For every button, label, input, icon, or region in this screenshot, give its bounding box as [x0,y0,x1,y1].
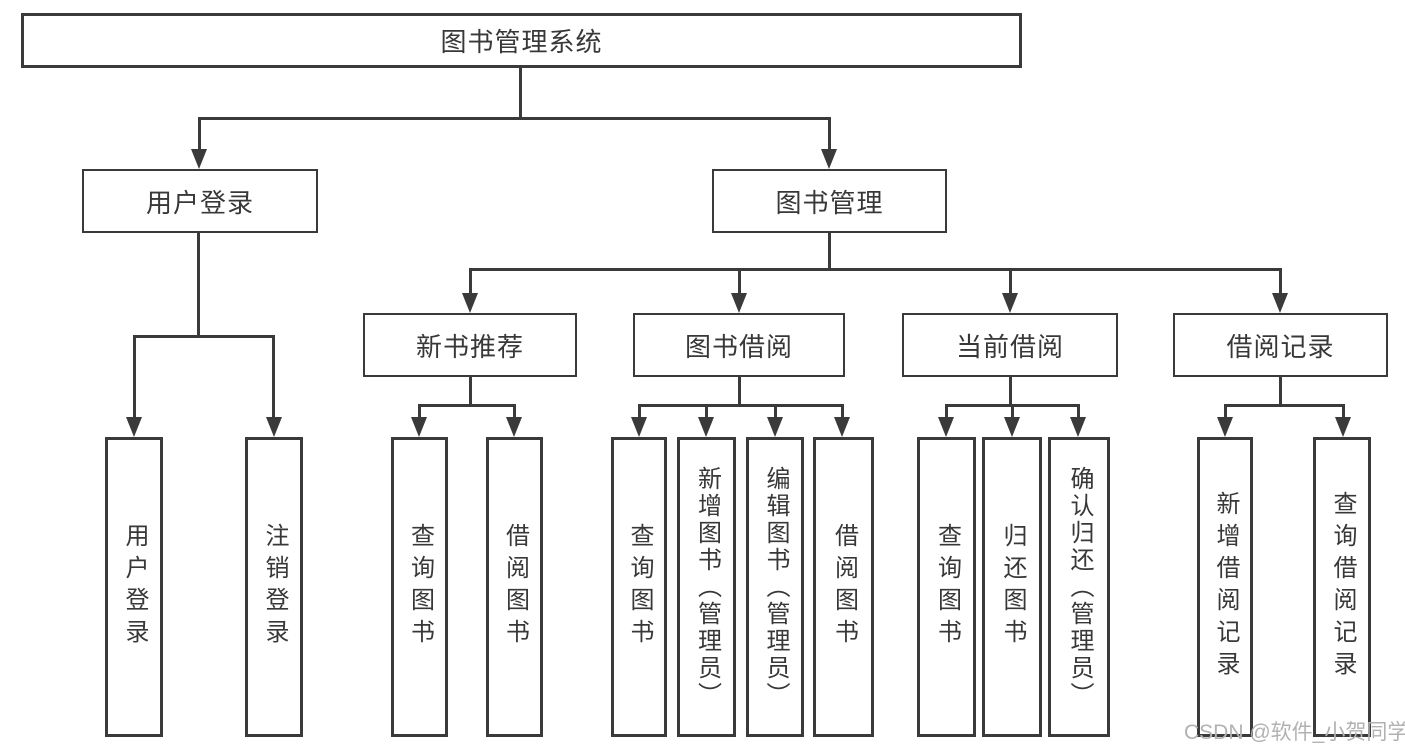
connector-borrowing-records-bus [1224,404,1345,407]
leaf-label: 借阅图书 [501,523,529,651]
arrowhead-down-icon [126,417,142,437]
connector-drop-leaf [272,335,275,419]
leaf-label: 编辑图书（管理员） [762,465,789,709]
leaf-label: 查询借阅记录 [1329,491,1356,683]
arrowhead-down-icon [462,293,478,313]
connector-drop-leaf [638,404,641,420]
arrowhead-down-icon [266,417,282,437]
arrowhead-down-icon [821,149,837,169]
connector-drop-book-borrowing [738,268,741,295]
leaf-return-books: 归还图书 [982,437,1042,737]
leaf-add-books-admin: 新增图书（管理员） [677,437,736,737]
node-book-borrowing: 图书借阅 [633,313,845,377]
leaf-borrow-books-borrowing: 借阅图书 [813,437,874,737]
node-current-borrowing: 当前借阅 [902,313,1118,377]
csdn-watermark: CSDN @软件_小贺同学 [1184,721,1405,744]
arrowhead-down-icon [1004,417,1020,437]
arrowhead-down-icon [1335,417,1351,437]
leaf-edit-books-admin: 编辑图书（管理员） [746,437,804,737]
connector-level2-bus [198,117,831,120]
leaf-query-books-recommend: 查询图书 [391,437,448,737]
leaf-label: 归还图书 [999,523,1026,651]
node-label: 图书管理 [775,187,884,218]
connector-book-borrowing-stem [738,375,741,407]
arrowhead-down-icon [506,417,522,437]
arrowhead-down-icon [834,417,850,437]
connector-new-book-bus [418,404,516,407]
connector-drop-leaf [418,404,421,420]
leaf-query-borrow-record: 查询借阅记录 [1313,437,1371,737]
node-label: 图书借阅 [684,331,793,362]
arrowhead-down-icon [631,417,647,437]
arrowhead-down-icon [938,417,954,437]
arrowhead-down-icon [1217,417,1233,437]
connector-book-management-stem [828,231,831,271]
leaf-confirm-return-admin: 确认归还（管理员） [1048,437,1110,737]
node-label: 新书推荐 [415,331,524,362]
node-root-library-management-system: 图书管理系统 [21,13,1022,68]
connector-drop-borrowing-records [1279,268,1282,295]
connector-drop-leaf [705,404,708,420]
connector-drop-leaf [513,404,516,420]
node-new-book-recommend: 新书推荐 [363,313,577,377]
arrowhead-down-icon [767,417,783,437]
connector-drop-user-login [198,117,201,151]
leaf-label: 新增图书（管理员） [693,465,721,709]
node-label: 当前借阅 [955,331,1064,362]
connector-drop-leaf [1342,404,1345,420]
leaf-logout: 注销登录 [245,437,303,737]
arrowhead-down-icon [191,149,207,169]
leaf-query-books-borrowing: 查询图书 [611,437,667,737]
node-label: 借阅记录 [1226,331,1335,362]
connector-level3-bus [469,268,1281,271]
leaf-label: 新增借阅记录 [1212,491,1239,683]
leaf-borrow-books-recommend: 借阅图书 [486,437,543,737]
connector-user-login-stem [197,232,200,338]
connector-book-borrowing-bus [638,404,843,407]
connector-drop-leaf [945,404,948,420]
node-user-login-branch: 用户登录 [82,169,318,233]
node-borrowing-records: 借阅记录 [1173,313,1388,377]
connector-drop-leaf [841,404,844,420]
arrowhead-down-icon [731,293,747,313]
leaf-add-borrow-record: 新增借阅记录 [1197,437,1253,737]
connector-borrowing-records-stem [1279,375,1282,407]
connector-drop-current-borrowing [1009,268,1012,295]
leaf-label: 借阅图书 [830,523,858,651]
leaf-query-books-current: 查询图书 [917,437,976,737]
connector-drop-leaf [1077,404,1080,420]
connector-new-book-stem [469,375,472,407]
leaf-label: 查询图书 [406,523,434,651]
arrowhead-down-icon [1002,293,1018,313]
connector-drop-leaf [1224,404,1227,420]
connector-drop-book-management [828,117,831,151]
node-book-management-branch: 图书管理 [712,169,947,233]
leaf-label: 确认归还（管理员） [1066,465,1093,709]
connector-drop-leaf [1011,404,1014,420]
connector-root-stem [519,66,522,120]
leaf-user-login: 用户登录 [105,437,163,737]
leaf-label: 用户登录 [121,523,148,651]
node-label: 图书管理系统 [440,27,603,57]
connector-drop-leaf [133,335,136,419]
arrowhead-down-icon [411,417,427,437]
arrowhead-down-icon [1272,293,1288,313]
connector-current-borrowing-stem [1009,375,1012,407]
node-label: 用户登录 [145,187,254,218]
leaf-label: 查询图书 [626,523,653,651]
leaf-label: 查询图书 [933,523,961,651]
arrowhead-down-icon [698,417,714,437]
leaf-label: 注销登录 [261,523,288,651]
connector-user-login-bus [133,335,275,338]
arrowhead-down-icon [1070,417,1086,437]
connector-drop-leaf [774,404,777,420]
connector-drop-new-book [469,268,472,295]
